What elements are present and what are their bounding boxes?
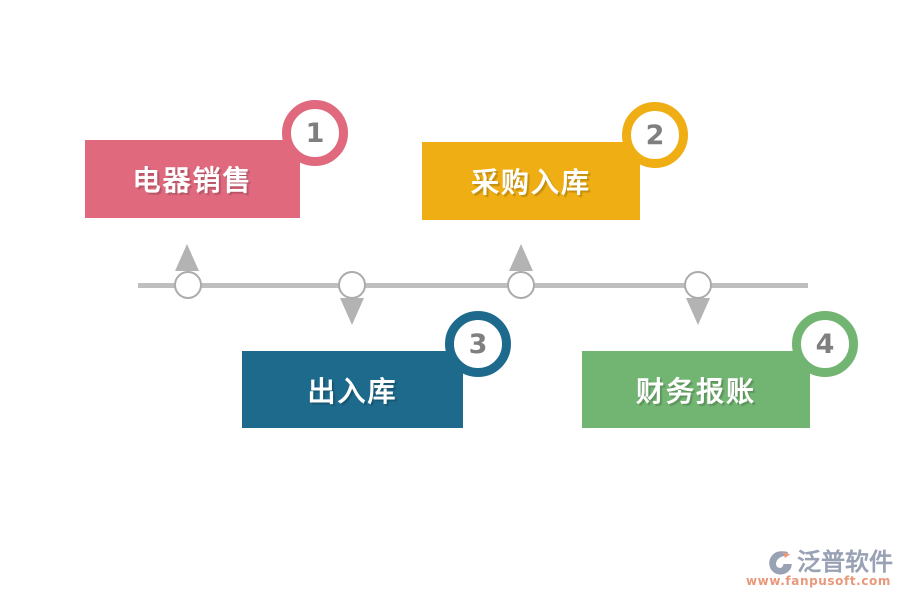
step-number-badge-1: 1 bbox=[282, 100, 348, 166]
step-number-4: 4 bbox=[815, 328, 835, 360]
step-label-2: 采购入库 bbox=[470, 166, 591, 199]
step-box-3: 出入库 3 bbox=[242, 311, 511, 428]
timeline-node bbox=[684, 271, 712, 299]
step-box-4: 财务报账 4 bbox=[582, 311, 858, 428]
step-number-1: 1 bbox=[305, 117, 325, 149]
watermark: 泛普软件 www.fanpusoft.com bbox=[746, 549, 893, 588]
step-number-badge-4: 4 bbox=[792, 311, 858, 377]
step-number-3: 3 bbox=[468, 328, 488, 360]
step-number-badge-2: 2 bbox=[622, 102, 688, 168]
step-number-badge-3: 3 bbox=[445, 311, 511, 377]
watermark-brand: 泛普软件 bbox=[797, 548, 893, 577]
step-label-1: 电器销售 bbox=[132, 164, 253, 197]
timeline-node bbox=[174, 271, 202, 299]
arrow-up-icon bbox=[509, 244, 533, 271]
step-number-2: 2 bbox=[645, 119, 665, 151]
step-box-1: 电器销售 1 bbox=[85, 100, 348, 218]
fanpu-logo-icon bbox=[767, 549, 794, 576]
arrow-down-icon bbox=[686, 298, 710, 325]
arrow-down-icon bbox=[340, 298, 364, 325]
timeline-line bbox=[138, 283, 808, 288]
arrow-up-icon bbox=[175, 244, 199, 271]
timeline-node bbox=[507, 271, 535, 299]
watermark-brand-row: 泛普软件 bbox=[767, 549, 893, 576]
timeline-node bbox=[338, 271, 366, 299]
step-label-4: 财务报账 bbox=[635, 374, 756, 408]
step-box-2: 采购入库 2 bbox=[422, 102, 688, 220]
step-label-3: 出入库 bbox=[307, 374, 398, 408]
watermark-url: www.fanpusoft.com bbox=[745, 574, 891, 588]
